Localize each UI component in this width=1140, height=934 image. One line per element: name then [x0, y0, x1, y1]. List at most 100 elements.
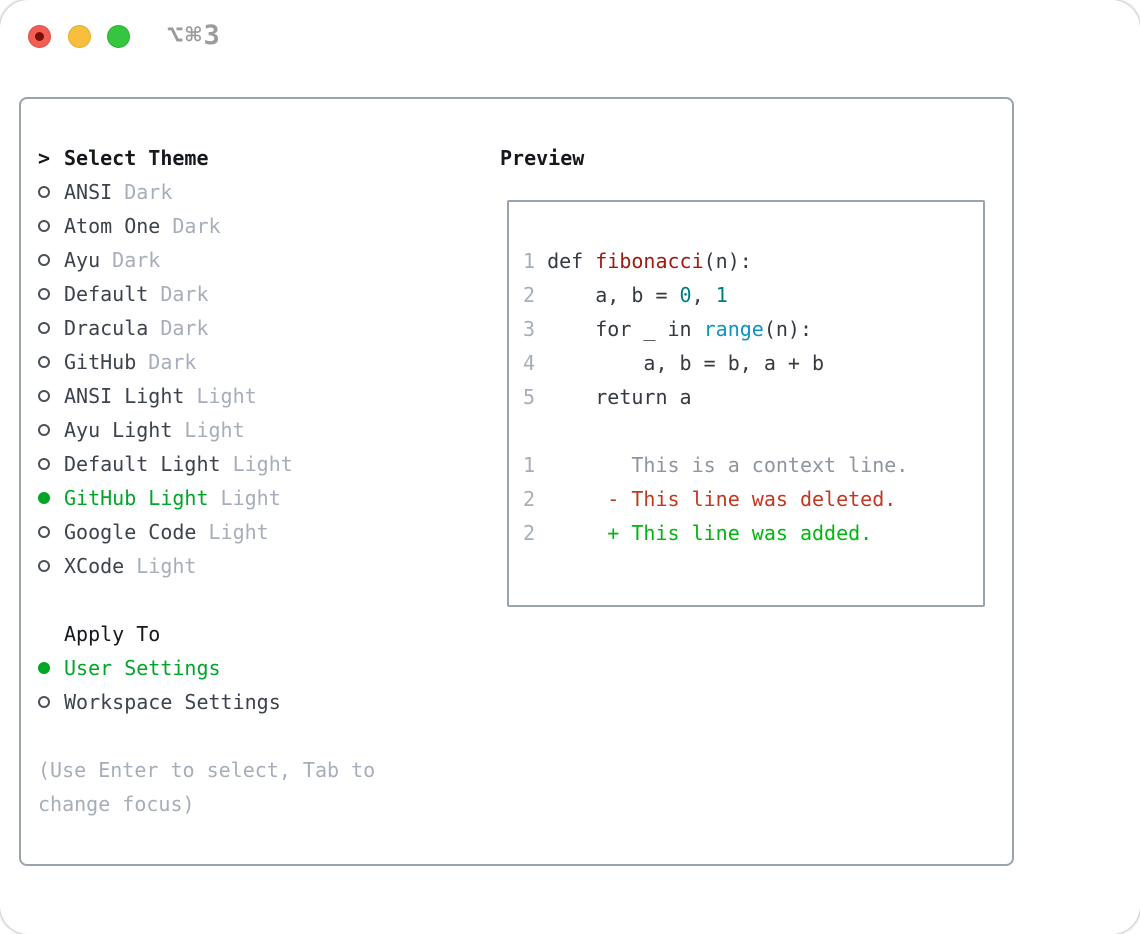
select-theme-label: Select Theme — [64, 146, 209, 170]
theme-option-ansi[interactable]: ANSI Dark — [38, 175, 478, 209]
spacer — [38, 719, 478, 753]
theme-variant-label: Dark — [112, 180, 173, 204]
spacer — [38, 583, 478, 617]
apply-target-option-workspace-settings[interactable]: Workspace Settings — [38, 685, 478, 719]
line-number: 1 — [523, 249, 536, 273]
theme-option-default-light[interactable]: Default Light Light — [38, 447, 478, 481]
code-segment-code: (n): — [703, 249, 752, 273]
preview-line: 2 + This line was added. — [523, 516, 983, 550]
code-segment-code: (n): — [763, 317, 813, 341]
theme-variant-label: Light — [208, 486, 281, 510]
theme-name: GitHub — [64, 350, 137, 374]
apply-to-label: Apply To — [64, 622, 161, 646]
theme-variant-label: Light — [220, 452, 293, 476]
code-segment-number: 0 — [679, 283, 692, 307]
theme-variant-label: Light — [172, 418, 245, 442]
apply-target-name: Workspace Settings — [64, 690, 281, 714]
apply-target-name: User Settings — [64, 656, 221, 680]
marker-cell — [38, 254, 64, 266]
selected-radio-icon — [38, 492, 50, 504]
theme-name: ANSI — [64, 180, 113, 204]
close-button[interactable] — [28, 25, 51, 48]
code-segment-code: return a — [535, 385, 692, 409]
theme-variant-label: Light — [124, 554, 197, 578]
marker-cell — [38, 186, 64, 198]
marker-cell — [38, 356, 64, 368]
radio-icon — [38, 220, 50, 232]
preview-label: Preview — [500, 146, 585, 170]
theme-option-ayu[interactable]: Ayu Dark — [38, 243, 478, 277]
radio-icon — [38, 322, 50, 334]
theme-variant-label: Light — [196, 520, 269, 544]
theme-variant-label: Dark — [160, 214, 221, 238]
unsaved-dot-icon — [35, 32, 44, 41]
preview-blank-line — [523, 414, 983, 448]
code-segment-code: a, b = b, a + b — [535, 351, 825, 375]
window-title: ⌥⌘3 — [167, 20, 222, 51]
radio-icon — [38, 254, 50, 266]
code-segment-code: a, b = — [535, 283, 680, 307]
marker-cell — [38, 560, 64, 572]
code-segment-context: This is a context line. — [535, 453, 909, 477]
zoom-button[interactable] — [107, 25, 130, 48]
theme-option-atom-one[interactable]: Atom One Dark — [38, 209, 478, 243]
preview-line: 5 return a — [523, 380, 983, 414]
radio-icon — [38, 560, 50, 572]
marker-cell — [38, 322, 64, 334]
line-number: 2 — [523, 487, 536, 511]
marker-cell — [38, 526, 64, 538]
theme-name: Default — [64, 282, 149, 306]
theme-option-default[interactable]: Default Dark — [38, 277, 478, 311]
code-segment-code: def — [535, 249, 596, 273]
preview-line: 3 for _ in range(n): — [523, 312, 983, 346]
theme-name: Ayu — [64, 248, 101, 272]
line-number: 3 — [523, 317, 536, 341]
minimize-button[interactable] — [68, 25, 91, 48]
preview-line: 1 This is a context line. — [523, 448, 983, 482]
theme-option-google-code[interactable]: Google Code Light — [38, 515, 478, 549]
code-segment-code: for _ in — [535, 317, 704, 341]
theme-name: Default Light — [64, 452, 221, 476]
line-number: 2 — [523, 521, 536, 545]
marker-cell — [38, 220, 64, 232]
code-segment-function: fibonacci — [595, 249, 704, 273]
theme-variant-label: Dark — [136, 350, 197, 374]
apply-to-header: Apply To — [38, 617, 478, 651]
marker-cell — [38, 458, 64, 470]
radio-icon — [38, 696, 50, 708]
preview-line: 2 a, b = 0, 1 — [523, 278, 983, 312]
radio-icon — [38, 526, 50, 538]
theme-option-github[interactable]: GitHub Dark — [38, 345, 478, 379]
radio-icon — [38, 424, 50, 436]
hint-line-1: (Use Enter to select, Tab to — [38, 758, 376, 782]
theme-option-ayu-light[interactable]: Ayu Light Light — [38, 413, 478, 447]
marker-cell — [38, 424, 64, 436]
radio-icon — [38, 390, 50, 402]
selected-radio-icon — [38, 662, 50, 674]
preview-line: 4 a, b = b, a + b — [523, 346, 983, 380]
marker-cell — [38, 662, 64, 674]
theme-option-dracula[interactable]: Dracula Dark — [38, 311, 478, 345]
code-segment-code: , — [691, 283, 716, 307]
theme-option-ansi-light[interactable]: ANSI Light Light — [38, 379, 478, 413]
theme-option-github-light[interactable]: GitHub Light Light — [38, 481, 478, 515]
code-segment-deleted: - This line was deleted. — [535, 487, 897, 511]
theme-option-xcode[interactable]: XCode Light — [38, 549, 478, 583]
theme-name: Dracula — [64, 316, 149, 340]
theme-name: XCode — [64, 554, 125, 578]
preview-line: 2 - This line was deleted. — [523, 482, 983, 516]
code-segment-added: + This line was added. — [535, 521, 873, 545]
radio-icon — [38, 458, 50, 470]
preview-line: 1 def fibonacci(n): — [523, 244, 983, 278]
code-segment-number: 1 — [715, 283, 728, 307]
apply-target-option-user-settings[interactable]: User Settings — [38, 651, 478, 685]
line-number: 4 — [523, 351, 536, 375]
select-theme-header: > Select Theme — [38, 141, 478, 175]
theme-name: ANSI Light — [64, 384, 185, 408]
theme-variant-label: Dark — [148, 282, 209, 306]
marker-cell — [38, 696, 64, 708]
radio-icon — [38, 288, 50, 300]
theme-name: Ayu Light — [64, 418, 173, 442]
hint-line-2: change focus) — [38, 792, 195, 816]
